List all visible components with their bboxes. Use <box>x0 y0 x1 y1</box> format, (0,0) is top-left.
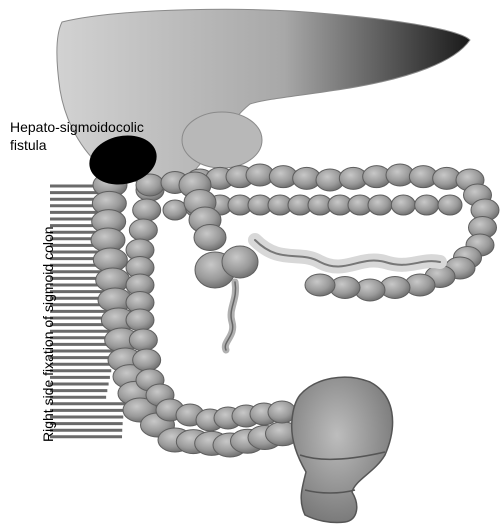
colon-segment <box>126 309 154 331</box>
colon-segment <box>163 200 187 220</box>
colon-segment <box>133 349 161 371</box>
colon-segment <box>194 225 226 251</box>
fixation-label: Right side fixation of sigmoid colon <box>40 226 56 442</box>
colon-segment <box>438 195 462 215</box>
colon-segment <box>222 246 258 278</box>
colon-segment <box>368 195 392 215</box>
colon-segment <box>129 219 157 241</box>
gallbladder <box>182 112 262 168</box>
colon-segment <box>133 199 161 221</box>
colon-segment <box>391 195 415 215</box>
fistula-label-line2: fistula <box>10 137 47 153</box>
colon-segment <box>415 195 439 215</box>
sigmoid-twist <box>255 240 440 267</box>
fistula-label-line1: Hepato-sigmoidocolic <box>10 119 144 135</box>
appendix <box>225 282 235 350</box>
colon-segment <box>305 274 335 296</box>
rectum <box>292 377 393 522</box>
colon-segment <box>129 329 157 351</box>
